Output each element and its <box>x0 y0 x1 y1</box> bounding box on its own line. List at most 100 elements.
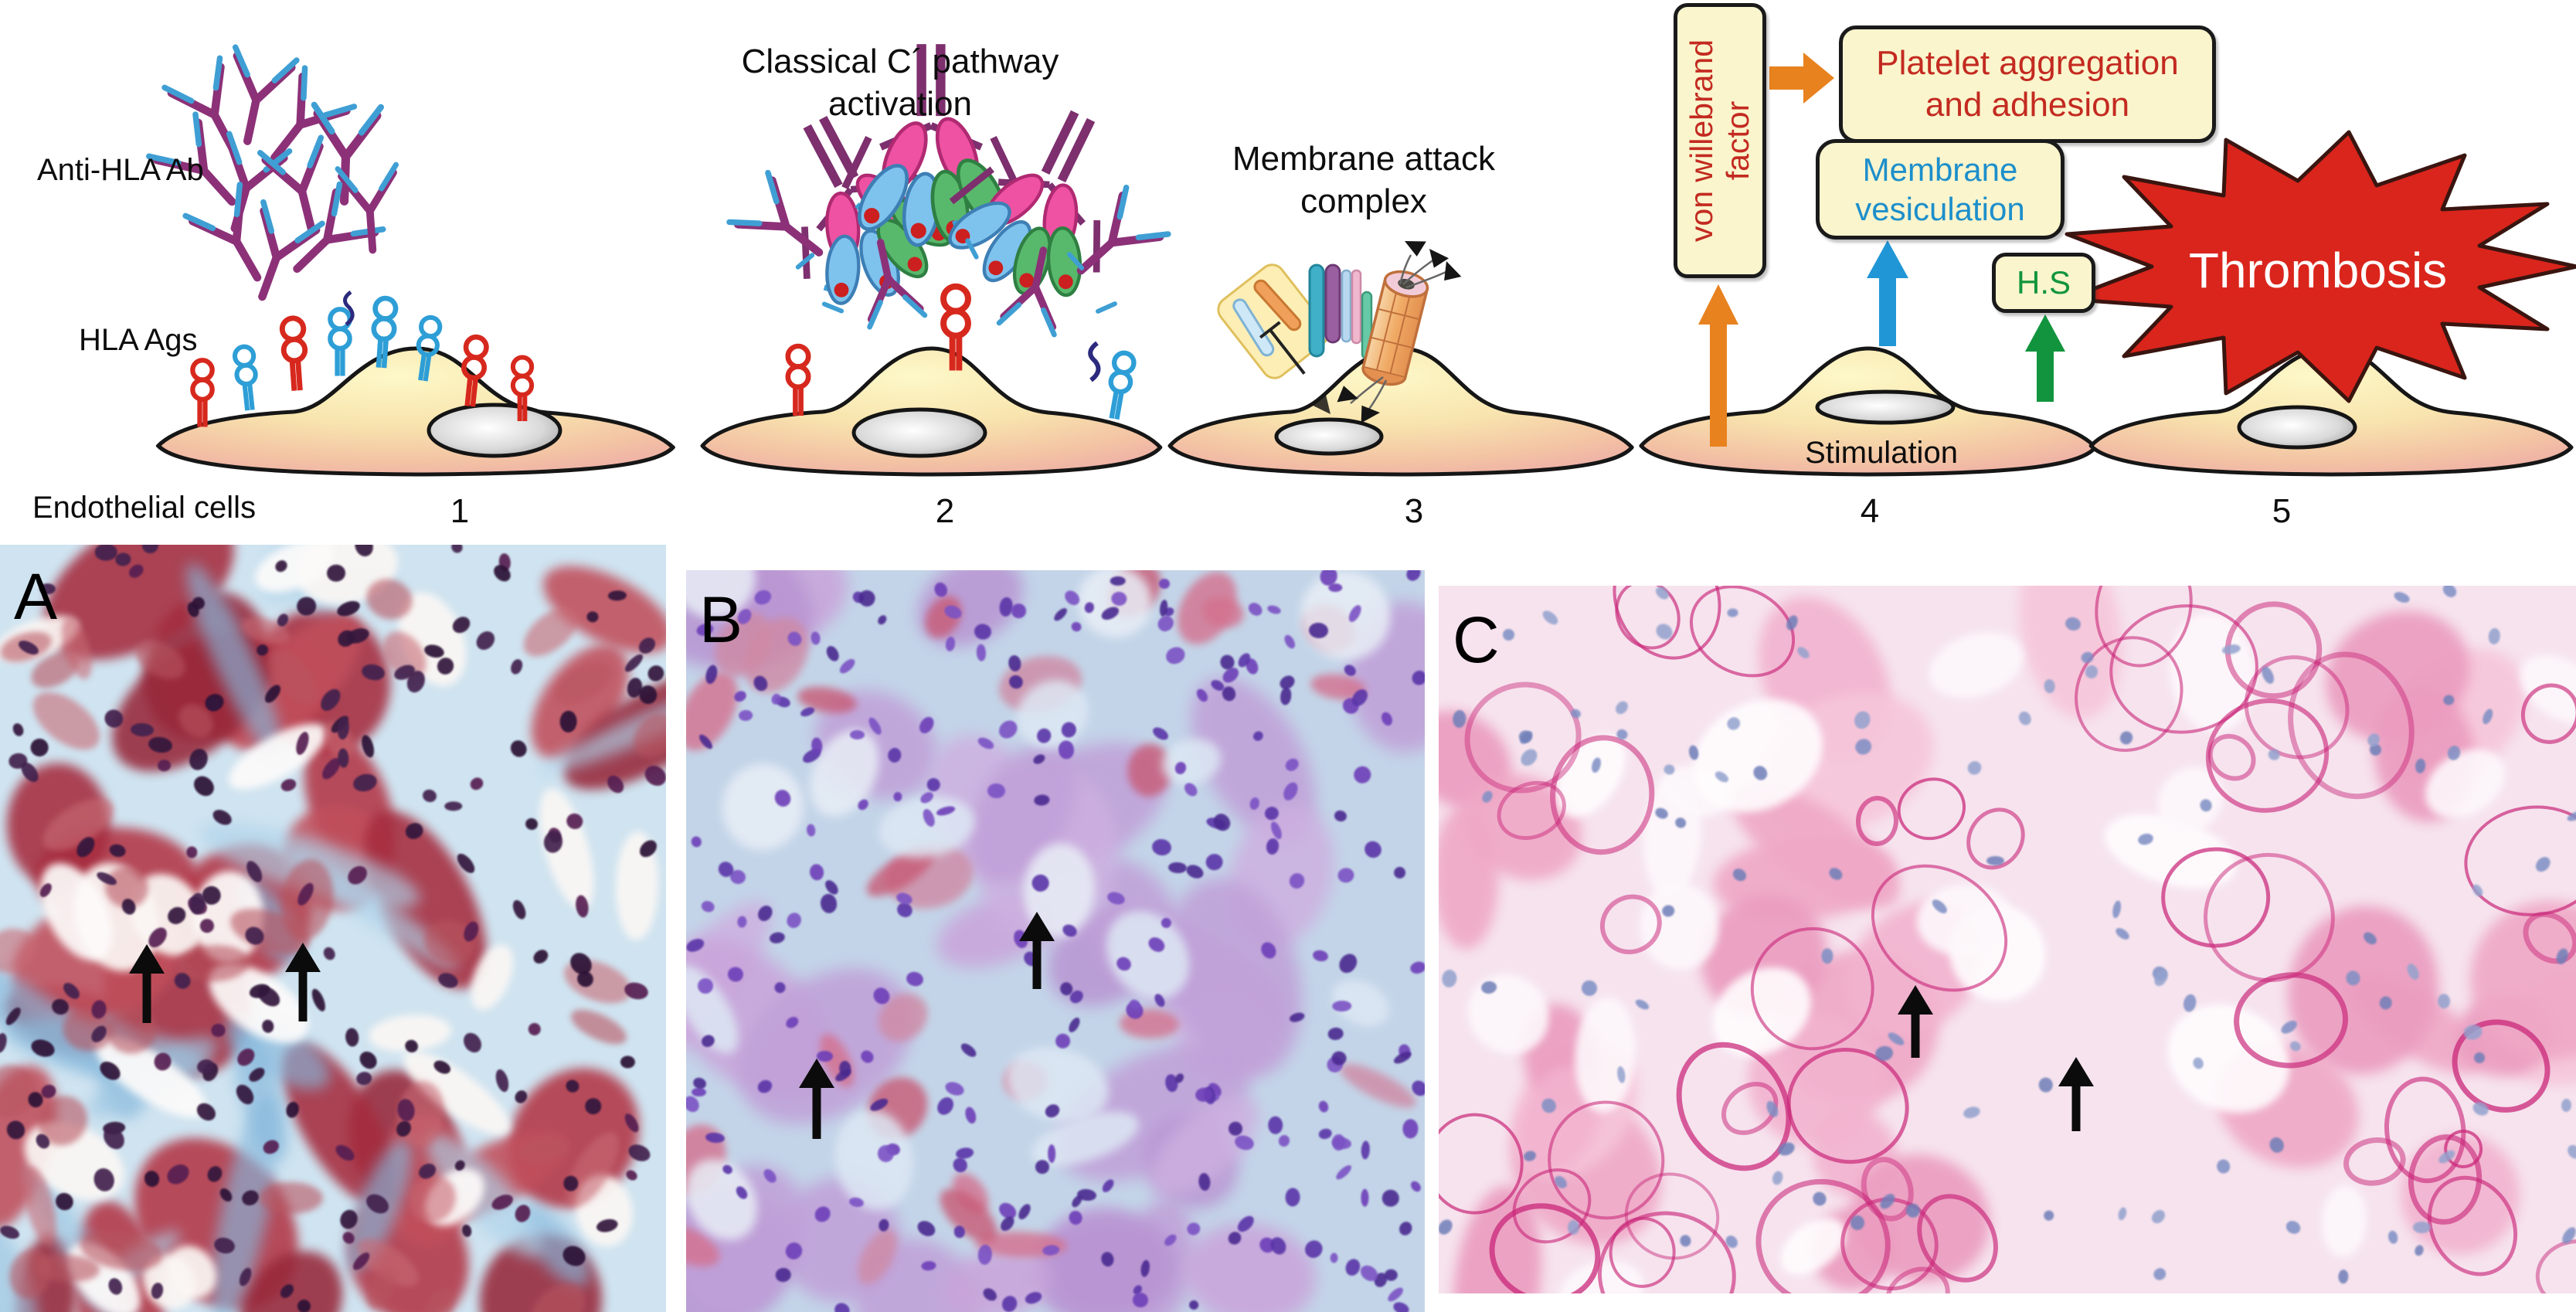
tissue-texture <box>444 801 463 811</box>
tissue-texture <box>2152 1266 2169 1283</box>
tissue-texture <box>1392 1049 1413 1066</box>
tissue-texture <box>1331 1134 1345 1151</box>
tissue-texture <box>507 737 530 761</box>
tissue-texture <box>784 909 804 930</box>
mac-rod-pink <box>1351 269 1362 345</box>
tissue-texture <box>2487 627 2501 645</box>
vwf-up-arrow <box>1698 284 1738 447</box>
tissue-texture <box>2215 1158 2231 1175</box>
membrane-vesiculation-box: Membrane vesiculation <box>1816 139 2065 240</box>
membrane-attack-complex <box>1217 234 1465 428</box>
stage-number-2: 2 <box>935 492 955 530</box>
tissue-texture <box>27 735 53 760</box>
stage-number-3: 3 <box>1404 492 1424 530</box>
tissue-texture <box>1633 997 1650 1011</box>
complement-complexes <box>729 44 1168 420</box>
label-stimulation: Stimulation <box>1805 436 1958 470</box>
tissue-texture <box>768 930 786 945</box>
tissue-texture <box>1285 1188 1301 1208</box>
tissue-texture <box>2149 1208 2167 1226</box>
tissue-texture <box>1404 570 1424 584</box>
tissue-texture <box>1409 960 1425 976</box>
tissue-texture <box>1184 862 1205 881</box>
tissue-texture <box>1334 1162 1354 1181</box>
tissue-texture <box>2440 586 2459 600</box>
tissue-texture <box>619 1055 635 1069</box>
tissue-texture <box>2041 1208 2056 1223</box>
histology-panel-b <box>686 570 1425 1312</box>
histology-panel-a <box>0 545 666 1312</box>
capillary-loop <box>2459 798 2576 923</box>
tissue-texture <box>2319 1184 2369 1259</box>
tissue-texture <box>959 1041 979 1060</box>
tissue-texture <box>824 643 841 664</box>
tissue-texture <box>1327 1027 1344 1042</box>
tissue-texture <box>309 987 328 1014</box>
thrombosis-star <box>2065 130 2576 403</box>
tissue-texture <box>1771 1170 1784 1186</box>
stimulation-arrows <box>1698 53 2065 447</box>
tissue-texture <box>691 1088 706 1098</box>
tissue-texture <box>1277 673 1297 692</box>
endothelial-cell-row <box>158 348 2571 474</box>
tissue-texture <box>1035 1160 1050 1174</box>
tissue-texture <box>1150 725 1171 743</box>
tissue-texture <box>607 590 627 601</box>
tissue-texture <box>1164 644 1188 668</box>
tissue-texture <box>1276 1134 1291 1148</box>
tissue-texture <box>849 729 865 740</box>
tissue-texture <box>1350 763 1375 787</box>
tissue-texture <box>1579 977 1601 999</box>
tissue-texture <box>2564 1142 2576 1161</box>
tissue-texture <box>1964 758 1984 778</box>
tissue-texture <box>1329 1253 1338 1263</box>
mac-rod-purple <box>1324 263 1341 344</box>
tissue-texture <box>1385 1285 1405 1304</box>
nucleus-2 <box>851 407 987 458</box>
tissue-texture <box>2438 993 2451 1009</box>
tissue-texture <box>1052 605 1069 623</box>
tissue-texture <box>1159 578 1171 590</box>
tissue-texture <box>525 1021 544 1038</box>
tissue-texture <box>2413 1221 2432 1233</box>
tissue-texture <box>279 777 298 794</box>
tissue-texture <box>356 1048 381 1072</box>
tissue-texture <box>559 710 577 732</box>
tissue-texture <box>11 722 26 739</box>
tissue-texture <box>1361 838 1385 862</box>
tissue-texture <box>1331 1000 1352 1012</box>
tissue-texture <box>2561 1098 2572 1113</box>
tissue-texture <box>2111 899 2122 919</box>
tissue-texture <box>1613 698 1631 717</box>
tissue-texture <box>1392 1300 1411 1312</box>
label-classical-pathway: Classical C´ pathway activation <box>741 42 1059 123</box>
tissue-texture <box>259 1181 323 1214</box>
tissue-texture <box>1334 1055 1421 1116</box>
tissue-texture <box>186 846 198 858</box>
tissue-texture <box>321 945 338 963</box>
tissue-texture <box>1154 613 1177 635</box>
tissue-texture <box>1441 969 1459 989</box>
stage-number-4: 4 <box>1860 492 1880 530</box>
capillary-loop <box>1955 796 2037 881</box>
tissue-texture <box>1392 865 1408 881</box>
label-membrane-attack: Membrane attack complex <box>1232 140 1495 220</box>
mac-rod-teal <box>1308 263 1325 358</box>
tissue-texture <box>2116 1205 2129 1222</box>
tissue-texture <box>1850 1215 1864 1231</box>
mac-rod-lightblue <box>1341 269 1352 343</box>
tissue-texture <box>1311 949 1330 963</box>
tissue-texture <box>1266 604 1282 616</box>
vwf-box: von willebrand factor <box>1674 3 1766 278</box>
tissue-texture <box>449 545 465 555</box>
platelet-aggregation-label: Platelet aggregation and adhesion <box>1876 44 2179 124</box>
pathway-diagram <box>0 0 2576 541</box>
tissue-texture <box>1381 1188 1401 1208</box>
tissue-texture <box>1268 1116 1283 1135</box>
label-endothelial-cells: Endothelial cells <box>32 491 257 525</box>
tissue-texture <box>1439 1216 1455 1238</box>
label-hla-ags: HLA Ags <box>79 323 198 357</box>
tissue-texture <box>2413 1243 2425 1257</box>
tissue-texture <box>473 627 499 654</box>
